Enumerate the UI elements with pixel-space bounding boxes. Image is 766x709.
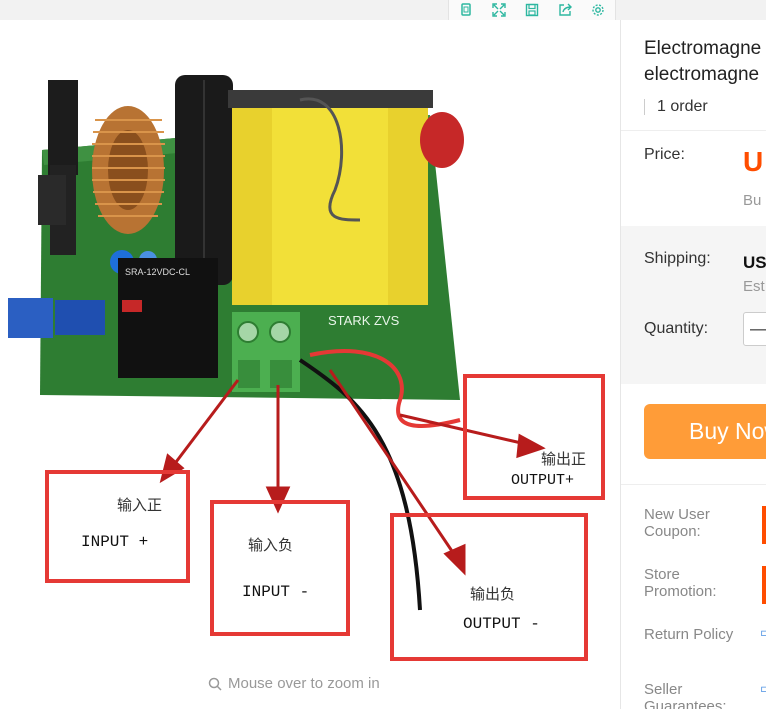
callout-output-pos bbox=[463, 374, 605, 500]
callout-output-neg-en: OUTPUT - bbox=[463, 615, 540, 633]
top-strip bbox=[0, 0, 766, 20]
price-label: Price: bbox=[644, 146, 685, 163]
store-promotion-label: Store Promotion: bbox=[644, 566, 717, 600]
product-title-line2: electromagne bbox=[644, 64, 760, 85]
return-policy-label: Return Policy bbox=[644, 626, 734, 643]
shipping-section bbox=[621, 226, 766, 384]
settings-icon[interactable] bbox=[590, 2, 606, 18]
return-policy-icon[interactable]: ▭ bbox=[760, 624, 766, 641]
relay-text: SRA-12VDC-CL bbox=[125, 267, 190, 277]
product-title[interactable]: Electromagne electromagne bbox=[644, 36, 766, 88]
product-image[interactable]: SRA-12VDC-CL STARK ZVS 输入正 INPUT + bbox=[0, 20, 618, 709]
separator bbox=[644, 99, 645, 115]
shipping-value[interactable]: US bbox=[743, 253, 766, 272]
red-capacitor bbox=[420, 112, 464, 168]
callout-output-pos-en: OUTPUT+ bbox=[511, 472, 574, 489]
board-label: STARK ZVS bbox=[328, 313, 400, 328]
shipping-label: Shipping: bbox=[644, 250, 711, 267]
save-icon[interactable] bbox=[524, 2, 540, 18]
callout-output-pos-cn: 输出正 bbox=[541, 450, 586, 468]
search-icon bbox=[208, 677, 222, 691]
order-count-text: 1 order bbox=[657, 98, 708, 115]
buy-now-button[interactable]: Buy Now bbox=[644, 404, 766, 459]
coupon-badge[interactable] bbox=[762, 506, 766, 544]
callout-input-neg-cn: 输入负 bbox=[248, 536, 293, 554]
divider bbox=[620, 20, 621, 709]
product-title-line1: Electromagne bbox=[644, 38, 762, 59]
promotion-badge[interactable] bbox=[762, 566, 766, 604]
callout-input-pos bbox=[45, 470, 190, 583]
price-value: U bbox=[743, 146, 764, 177]
guarantee-icon[interactable]: ▭ bbox=[760, 680, 766, 697]
relay bbox=[118, 258, 218, 378]
expand-icon[interactable] bbox=[491, 2, 507, 18]
new-user-coupon-label: New User Coupon: bbox=[644, 506, 710, 540]
callout-input-neg bbox=[210, 500, 350, 636]
callout-input-pos-en: INPUT + bbox=[81, 533, 148, 551]
quantity-decrement-button[interactable]: — bbox=[743, 312, 766, 346]
callout-input-neg-en: INPUT - bbox=[242, 583, 309, 601]
share-icon[interactable] bbox=[557, 2, 573, 18]
callout-output-neg bbox=[390, 513, 588, 661]
seller-guarantees-label: Seller Guarantees: bbox=[644, 681, 727, 709]
callout-input-pos-cn: 输入正 bbox=[117, 496, 162, 514]
divider bbox=[621, 130, 766, 131]
product-image-gallery[interactable]: SRA-12VDC-CL STARK ZVS 输入正 INPUT + bbox=[0, 20, 618, 709]
zoom-hint: Mouse over to zoom in bbox=[208, 675, 380, 692]
product-info-panel: Electromagne electromagne 1 order Price:… bbox=[621, 20, 766, 709]
divider bbox=[621, 484, 766, 485]
order-count: 1 order bbox=[644, 98, 708, 116]
transistor bbox=[48, 80, 78, 175]
callout-output-neg-cn: 输出负 bbox=[470, 585, 515, 603]
bulk-price: Bu bbox=[743, 192, 762, 209]
copy-icon[interactable] bbox=[458, 2, 474, 18]
image-toolbar bbox=[448, 0, 616, 20]
zoom-hint-text: Mouse over to zoom in bbox=[228, 675, 380, 692]
quantity-label: Quantity: bbox=[644, 320, 709, 337]
shipping-estimate: Est bbox=[743, 278, 765, 295]
